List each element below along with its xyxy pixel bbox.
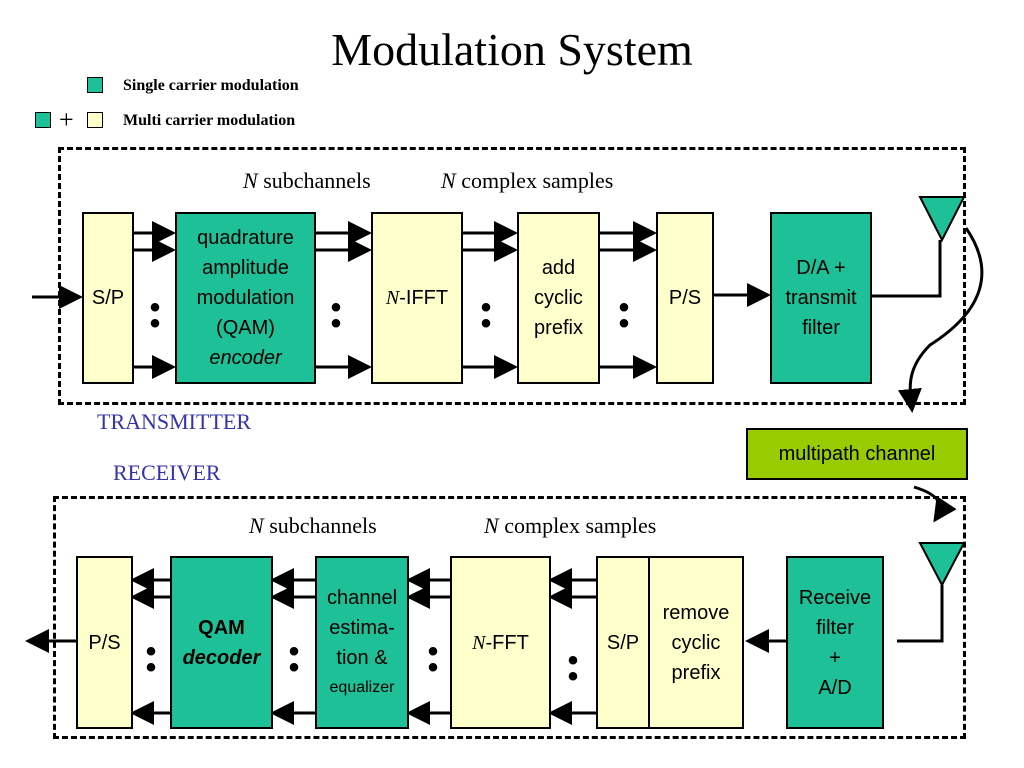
tx-dots-3: • • bbox=[480, 291, 492, 340]
rx-dots-3: • • bbox=[427, 635, 439, 684]
tx-qam-encoder-block: quadrature amplitude modulation (QAM) en… bbox=[175, 212, 316, 384]
tx-qam-line-2: amplitude bbox=[202, 257, 289, 279]
receiver-label: RECEIVER bbox=[113, 460, 221, 485]
tx-qam-line-4: (QAM) bbox=[216, 317, 275, 339]
rx-filter-line-1: Receive bbox=[798, 586, 872, 609]
rx-fft-block: N-FFT bbox=[450, 556, 551, 729]
rx-channel-estimation-block: channel estima- tion & equalizer bbox=[315, 556, 409, 729]
tx-dots-2: • • bbox=[330, 291, 342, 340]
rx-rcp-line-1: remove bbox=[662, 601, 730, 624]
rx-complex-samples-label: N complex samples bbox=[484, 513, 656, 539]
rx-est-line-1: channel bbox=[326, 586, 398, 609]
rx-est-line-2: estima- bbox=[329, 616, 395, 639]
multipath-channel-label: multipath channel bbox=[778, 443, 936, 465]
rx-equalizer-label: equalizer bbox=[329, 678, 395, 696]
rx-decoder-label: decoder bbox=[182, 646, 261, 669]
legend-swatch-cream bbox=[87, 112, 103, 128]
rx-n-symbol: N bbox=[249, 513, 264, 538]
tx-sp-block: S/P bbox=[82, 212, 134, 384]
rx-subchannels-label: N subchannels bbox=[249, 513, 377, 539]
transmitter-region bbox=[58, 147, 966, 405]
rx-complex-samples-text: complex samples bbox=[498, 513, 657, 538]
tx-dots-4: • • bbox=[618, 291, 630, 340]
legend-single-carrier: Single carrier modulation bbox=[123, 77, 299, 94]
tx-cp-line-3: prefix bbox=[534, 317, 583, 339]
rx-subchannels-text: subchannels bbox=[263, 513, 377, 538]
legend-plus: + bbox=[59, 105, 74, 134]
tx-cp-line-2: cyclic bbox=[534, 287, 583, 309]
rx-remove-prefix-block: remove cyclic prefix bbox=[648, 556, 744, 729]
rx-sp-label: S/P bbox=[606, 631, 640, 654]
rx-dots-2: • • bbox=[288, 635, 300, 684]
tx-da-line-1: D/A + bbox=[796, 257, 846, 279]
rx-fft-label: -FFT bbox=[485, 631, 529, 654]
rx-dots-4: • • bbox=[567, 644, 579, 693]
rx-qam-label: QAM bbox=[198, 616, 245, 639]
tx-antenna-icon bbox=[918, 196, 966, 243]
tx-complex-samples-label: N complex samples bbox=[441, 168, 613, 194]
tx-ifft-label: -IFFT bbox=[399, 287, 449, 309]
tx-ifft-block: N-IFFT bbox=[371, 212, 463, 384]
tx-n-symbol-2: N bbox=[441, 168, 456, 193]
rx-est-line-3: tion & bbox=[336, 646, 388, 669]
transmitter-label: TRANSMITTER bbox=[97, 409, 251, 434]
rx-filter-line-3: + bbox=[829, 646, 841, 669]
tx-ifft-n: N bbox=[385, 287, 400, 309]
tx-sp-label: S/P bbox=[91, 287, 125, 309]
rx-sp-block: S/P bbox=[596, 556, 650, 729]
tx-da-line-2: transmit bbox=[785, 287, 857, 309]
page-title: Modulation System bbox=[331, 24, 693, 75]
tx-cyclic-prefix-block: add cyclic prefix bbox=[517, 212, 600, 384]
rx-rcp-line-2: cyclic bbox=[671, 631, 721, 654]
legend-swatch-teal bbox=[87, 77, 103, 93]
rx-receive-filter-block: Receive filter + A/D bbox=[786, 556, 884, 729]
rx-n-symbol-2: N bbox=[484, 513, 499, 538]
multipath-channel-block: multipath channel bbox=[746, 428, 968, 480]
tx-n-symbol: N bbox=[243, 168, 258, 193]
tx-cp-line-1: add bbox=[541, 257, 576, 279]
tx-complex-samples-text: complex samples bbox=[455, 168, 614, 193]
tx-ps-label: P/S bbox=[668, 287, 702, 309]
rx-filter-line-4: A/D bbox=[818, 676, 852, 699]
rx-qam-decoder-block: QAM decoder bbox=[170, 556, 273, 729]
receiver-region bbox=[53, 496, 966, 739]
tx-subchannels-label: N subchannels bbox=[243, 168, 371, 194]
tx-da-line-3: filter bbox=[802, 317, 840, 339]
rx-ps-label: P/S bbox=[88, 631, 121, 654]
tx-da-filter-block: D/A + transmit filter bbox=[770, 212, 872, 384]
tx-dots-1: • • bbox=[149, 291, 161, 340]
tx-ps-block: P/S bbox=[656, 212, 714, 384]
rx-ps-block: P/S bbox=[76, 556, 133, 729]
rx-rcp-line-3: prefix bbox=[671, 661, 721, 684]
rx-antenna-icon bbox=[918, 542, 966, 588]
rx-filter-line-2: filter bbox=[816, 616, 854, 639]
legend-multi-carrier: Multi carrier modulation bbox=[123, 112, 296, 129]
tx-qam-encoder-label: encoder bbox=[209, 347, 282, 369]
legend-swatch-teal-2 bbox=[35, 112, 51, 128]
rx-fft-n: N bbox=[472, 631, 486, 654]
rx-dots-1: • • bbox=[145, 635, 157, 684]
tx-qam-line-3: modulation bbox=[196, 287, 295, 309]
tx-qam-line-1: quadrature bbox=[197, 227, 294, 249]
tx-subchannels-text: subchannels bbox=[257, 168, 371, 193]
